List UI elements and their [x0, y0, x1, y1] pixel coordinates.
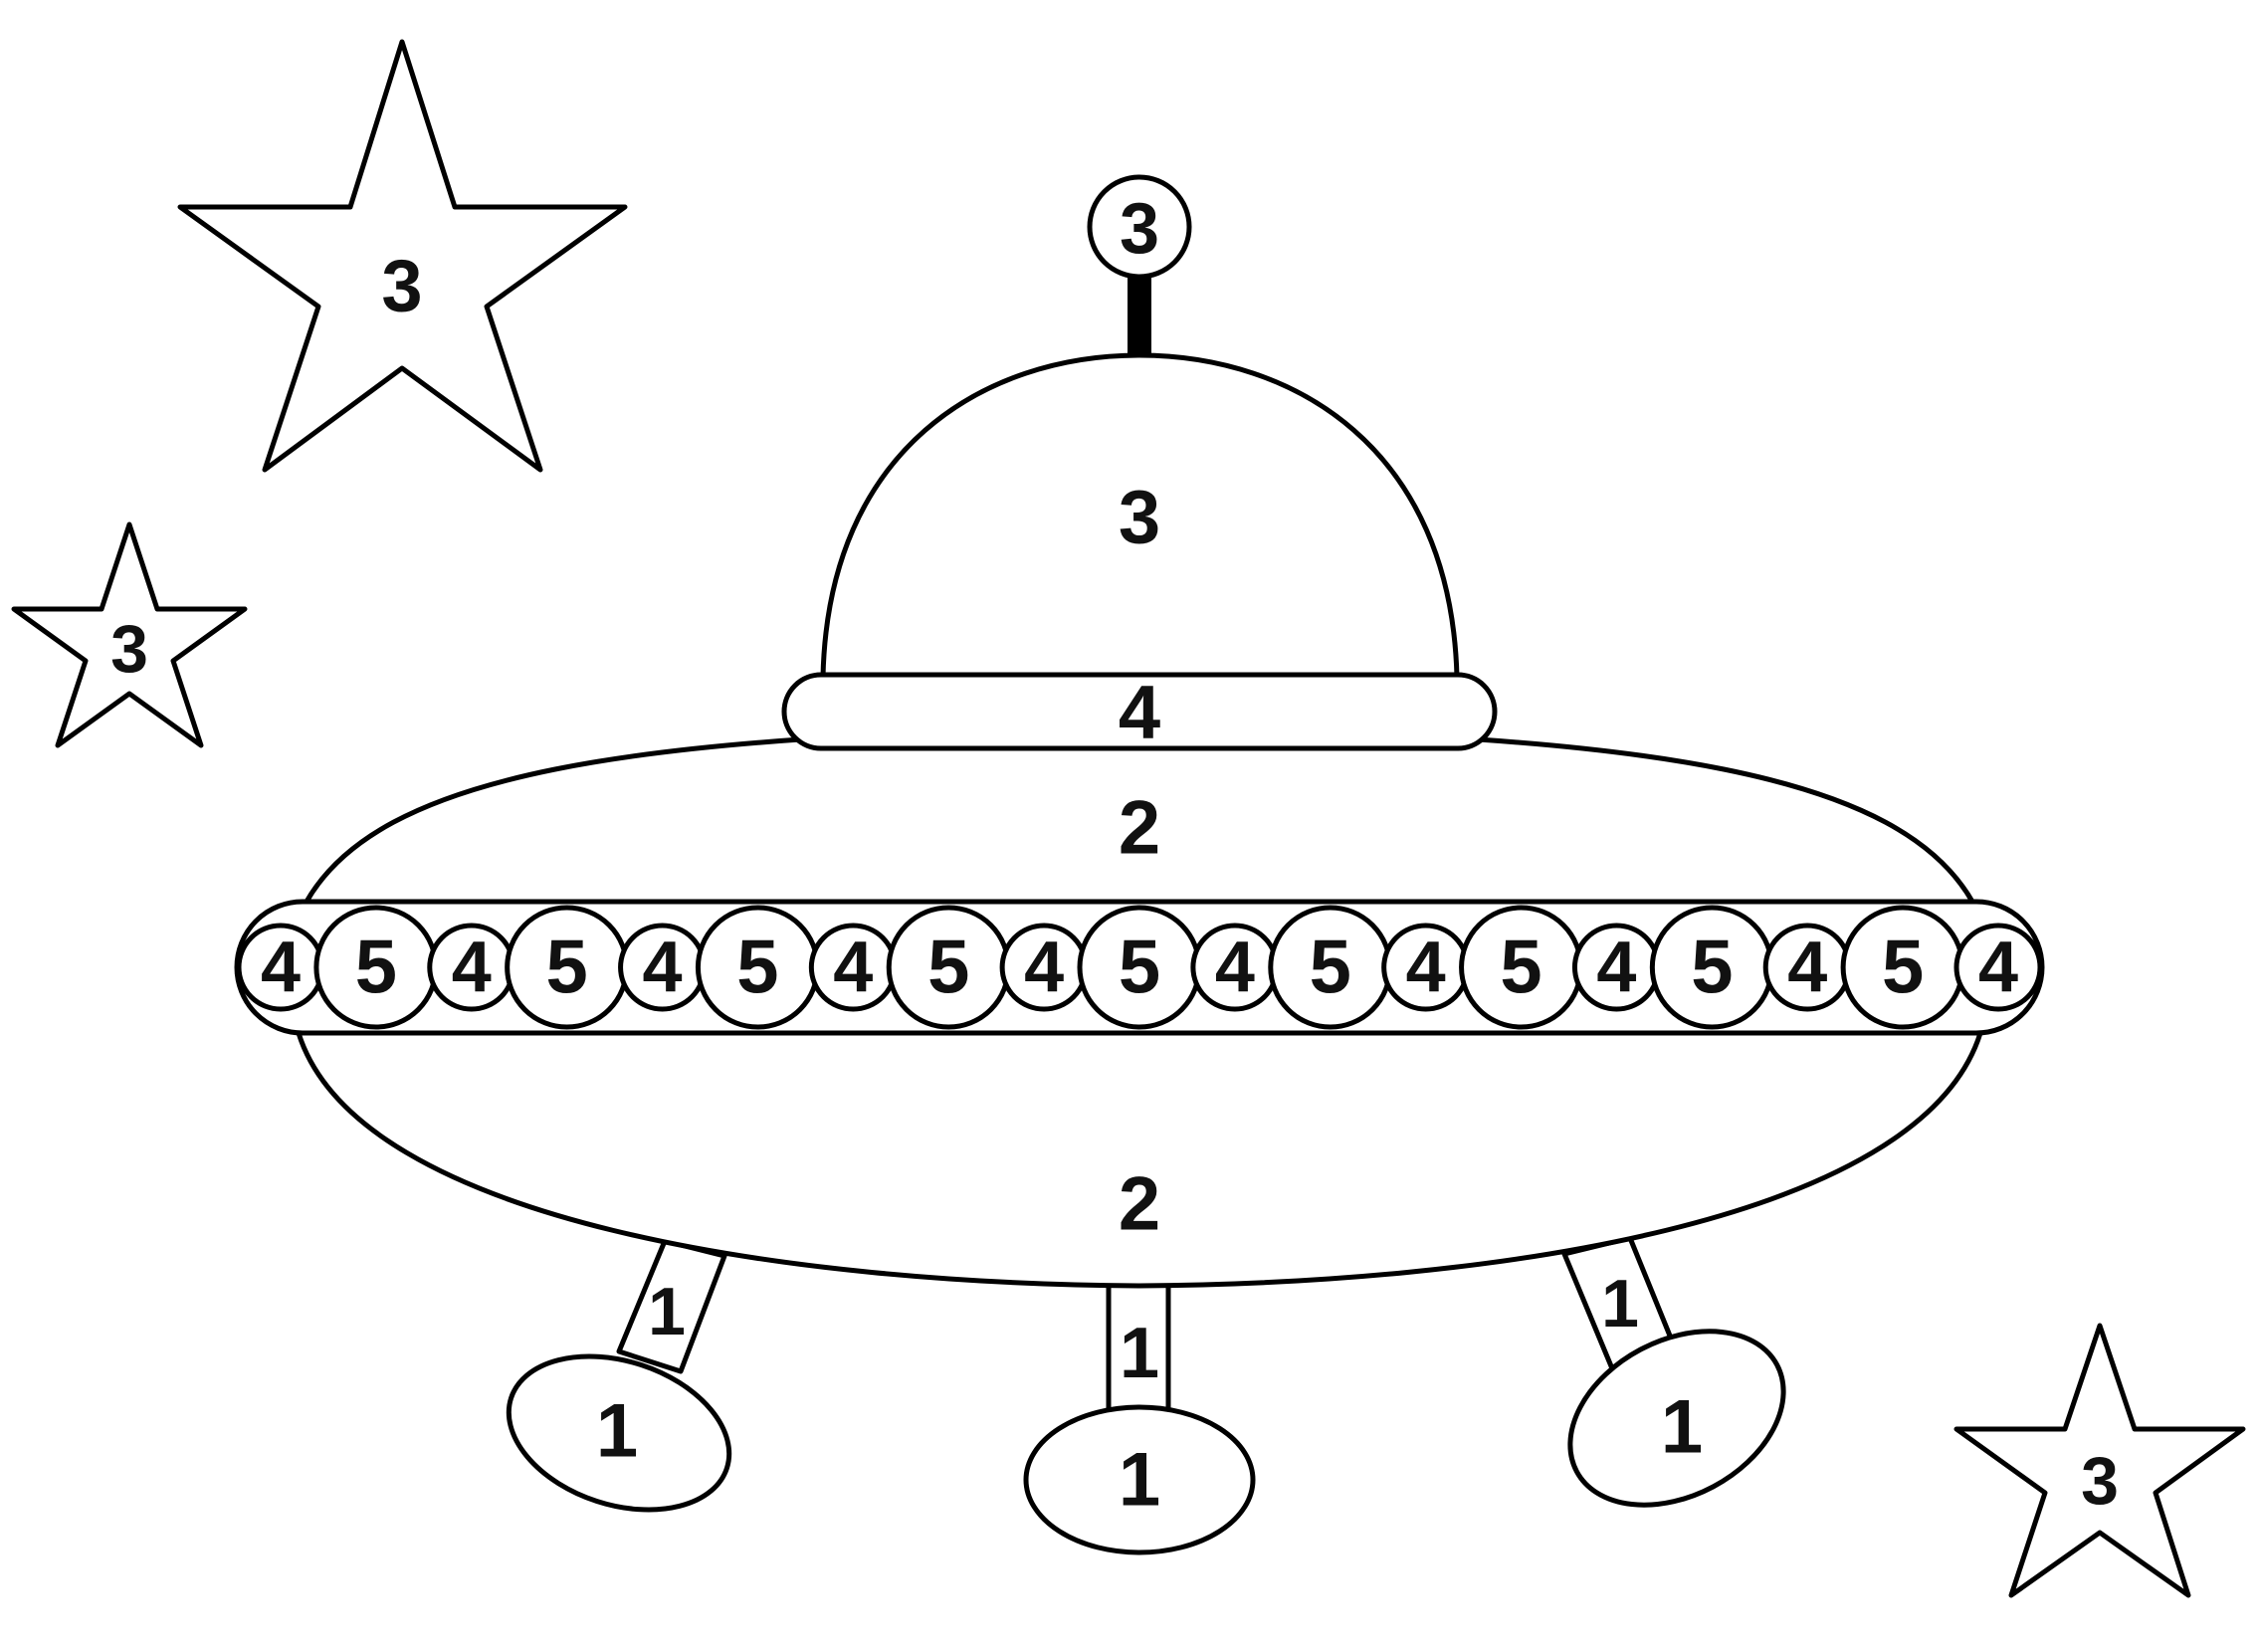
leg-right-foot-number: 1	[1661, 1385, 1703, 1470]
light-large-number: 5	[546, 926, 588, 1010]
star-bottom-right-shape	[1953, 1323, 2246, 1598]
light-large-number: 5	[1882, 926, 1924, 1010]
light-small-number: 4	[1596, 928, 1636, 1007]
star-large-shape	[177, 39, 628, 473]
leg-right-foot	[1567, 1329, 1786, 1508]
ufo-leg-center: 1 1	[1023, 1281, 1256, 1555]
ufo-dome-rim: 4	[781, 671, 1498, 755]
light-small-number: 4	[1406, 928, 1446, 1007]
leg-left-foot	[506, 1353, 732, 1513]
ufo-antenna: 3	[1087, 174, 1192, 356]
light-large-number: 5	[927, 926, 969, 1010]
dome-rim-shape	[781, 672, 1498, 751]
leg-center-foot	[1023, 1404, 1256, 1555]
light-large-number: 5	[1500, 926, 1541, 1010]
light-small	[1953, 923, 2043, 1012]
star-small: 3	[11, 521, 248, 748]
lower-hull-shape	[296, 1030, 1983, 1289]
leg-right-strut-number: 1	[1601, 1266, 1639, 1342]
star-large-number: 3	[381, 245, 422, 327]
antenna-ball-number: 3	[1120, 189, 1159, 269]
lower-hull-number: 2	[1119, 1162, 1160, 1247]
dome-number: 3	[1119, 476, 1160, 560]
light-small-number: 4	[1787, 928, 1827, 1007]
star-small-number: 3	[110, 611, 148, 687]
leg-left-foot-number: 1	[596, 1389, 638, 1474]
dome-rim-number: 4	[1119, 671, 1160, 755]
ufo-dome: 3	[820, 352, 1460, 680]
ufo-leg-left: 1 1	[506, 1238, 732, 1513]
light-large-number: 5	[1691, 926, 1733, 1010]
light-small-number: 4	[261, 928, 301, 1007]
star-bottom-right: 3	[1953, 1323, 2246, 1598]
light-small-number: 4	[1978, 928, 2018, 1007]
star-bottom-right-number: 3	[2081, 1443, 2119, 1519]
light-small-number: 4	[1024, 928, 1064, 1007]
light-large-number: 5	[1119, 926, 1160, 1010]
ufo-leg-right: 1 1	[1561, 1235, 1786, 1508]
upper-hull-number: 2	[1119, 786, 1160, 871]
light-small-number: 4	[833, 928, 873, 1007]
antenna-stem	[1128, 269, 1151, 356]
leg-left-strut-number: 1	[648, 1274, 686, 1349]
light-small-number: 4	[1215, 928, 1255, 1007]
ufo-lower-hull: 2	[296, 1030, 1983, 1289]
leg-center-strut-number: 1	[1120, 1314, 1159, 1393]
star-large: 3	[177, 39, 628, 473]
leg-center-foot-number: 1	[1119, 1438, 1160, 1523]
light-small-number: 4	[452, 928, 492, 1007]
star-small-shape	[11, 521, 248, 748]
light-large-number: 5	[355, 926, 397, 1010]
light-large-number: 5	[1310, 926, 1351, 1010]
antenna-ball	[1087, 174, 1192, 280]
light-large-number: 5	[736, 926, 778, 1010]
light-small-number: 4	[643, 928, 683, 1007]
